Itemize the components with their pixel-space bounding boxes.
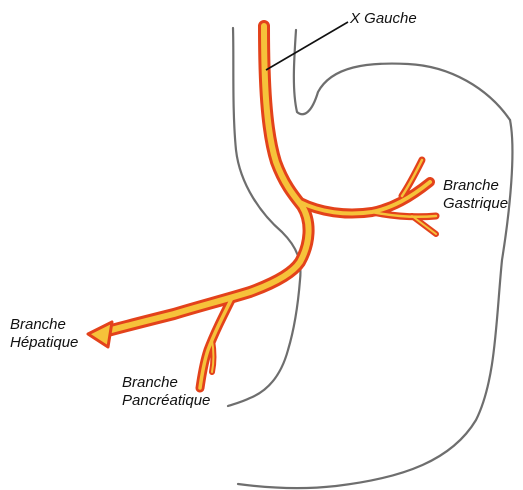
- vagus-nerve: [88, 26, 436, 388]
- label-branche-gastrique-line1: Branche: [443, 177, 508, 195]
- label-branche-pancreatique: Branche Pancréatique: [122, 374, 210, 410]
- label-branche-pancreatique-line1: Branche: [122, 374, 210, 392]
- label-branche-hepatique: Branche Hépatique: [10, 316, 78, 352]
- label-branche-gastrique: Branche Gastrique: [443, 177, 508, 213]
- label-branche-hepatique-line2: Hépatique: [10, 334, 78, 352]
- leader-line: [266, 22, 348, 70]
- label-branche-hepatique-line1: Branche: [10, 316, 78, 334]
- nerve-trunk: [104, 26, 309, 332]
- label-branche-pancreatique-line2: Pancréatique: [122, 392, 210, 410]
- esophagus-right-wall: [294, 30, 510, 120]
- label-branche-gastrique-line2: Gastrique: [443, 195, 508, 213]
- label-x-gauche: X Gauche: [350, 10, 417, 28]
- hepatic-arrowhead-icon: [88, 322, 112, 347]
